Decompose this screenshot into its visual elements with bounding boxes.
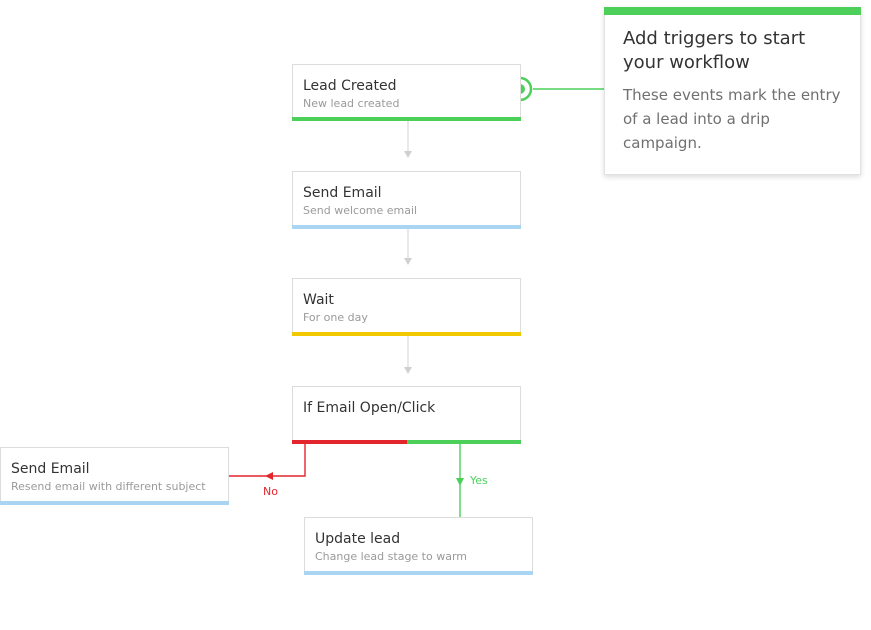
node-wait[interactable]: Wait For one day: [292, 278, 521, 336]
node-title: Update lead: [315, 531, 401, 547]
arrow-left-icon: [265, 472, 273, 480]
yes-bar: [406, 440, 521, 444]
tip-card: Add triggers to start your workflow Thes…: [604, 7, 861, 175]
action-bar: [0, 501, 229, 505]
tip-title: Add triggers to start your workflow: [623, 28, 806, 73]
action-bar: [304, 571, 533, 575]
arrow-down-icon: [404, 367, 412, 374]
node-subtitle: New lead created: [303, 97, 400, 110]
node-subtitle: Change lead stage to warm: [315, 550, 468, 563]
node-resend-email[interactable]: Send Email Resend email with different s…: [0, 447, 229, 505]
no-branch-line: [272, 444, 306, 477]
node-title: If Email Open/Click: [303, 400, 436, 416]
tip-body: These events mark the entry of a lead in…: [623, 86, 841, 152]
trigger-bar: [292, 117, 521, 121]
condition-bar: [292, 440, 521, 444]
node-title: Send Email: [11, 461, 90, 477]
node-title: Lead Created: [303, 78, 397, 94]
arrow-down-icon: [456, 478, 464, 486]
action-bar: [292, 225, 521, 229]
node-title: Send Email: [303, 185, 382, 201]
wait-bar: [292, 332, 521, 336]
node-send-email[interactable]: Send Email Send welcome email: [292, 171, 521, 229]
node-title: Wait: [303, 292, 334, 308]
node-if-email-open-click[interactable]: If Email Open/Click: [292, 386, 521, 444]
arrow-down-icon: [404, 151, 412, 158]
tip-accent-bar: [604, 7, 861, 15]
arrow-down-icon: [404, 258, 412, 265]
no-bar: [292, 440, 407, 444]
no-branch-label: No: [263, 485, 278, 498]
yes-branch-label: Yes: [470, 474, 488, 487]
node-update-lead[interactable]: Update lead Change lead stage to warm: [304, 517, 533, 575]
node-lead-created[interactable]: Lead Created New lead created: [292, 64, 521, 121]
node-subtitle: Send welcome email: [303, 204, 418, 217]
node-subtitle: Resend email with different subject: [11, 480, 206, 493]
node-subtitle: For one day: [303, 311, 368, 324]
